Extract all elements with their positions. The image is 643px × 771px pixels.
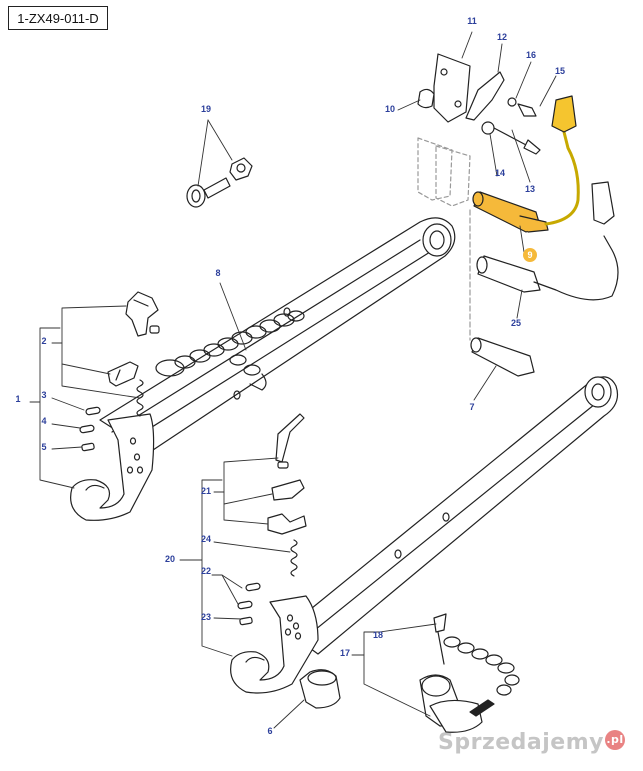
watermark-text: Sprzedajemy xyxy=(438,730,604,755)
lower-link-arm-left xyxy=(70,217,456,521)
callout-4: 4 xyxy=(41,416,46,426)
callout-14: 14 xyxy=(495,168,505,178)
callout-17: 17 xyxy=(340,648,350,658)
callout-5: 5 xyxy=(41,442,46,452)
bush-6 xyxy=(299,669,341,709)
lower-link-arm-right xyxy=(230,376,619,694)
callout-18: 18 xyxy=(373,630,383,640)
callout-22: 22 xyxy=(201,566,211,576)
callout-8: 8 xyxy=(215,268,220,278)
callout-labels: 1234567891011121314151617181920212223242… xyxy=(15,16,565,736)
watermark-badge: .pl xyxy=(605,730,625,750)
callout-3: 3 xyxy=(41,390,46,400)
watermark: Sprzedajemy.pl xyxy=(438,730,625,755)
pin-7 xyxy=(470,337,535,377)
callout-23: 23 xyxy=(201,612,211,622)
callout-15: 15 xyxy=(555,66,565,76)
callout-13: 13 xyxy=(525,184,535,194)
latch-kit-right xyxy=(237,413,307,626)
diagram-code: 1-ZX49-011-D xyxy=(8,6,108,30)
callout-11: 11 xyxy=(467,16,477,26)
top-bracket-set xyxy=(417,53,541,155)
mounting-plate xyxy=(417,137,471,207)
callout-24: 24 xyxy=(201,534,211,544)
callout-6: 6 xyxy=(267,726,272,736)
callout-25: 25 xyxy=(511,318,521,328)
sensor-pin-25 xyxy=(476,181,619,301)
callout-12: 12 xyxy=(497,32,507,42)
callout-9: 9 xyxy=(527,250,532,260)
eye-bolt-19 xyxy=(186,157,253,208)
leader-lines xyxy=(29,31,557,729)
callout-16: 16 xyxy=(526,50,536,60)
latch-kit-left xyxy=(79,291,160,452)
pin-chain-17-18 xyxy=(419,613,520,733)
check-chain-8 xyxy=(155,310,305,391)
callout-7: 7 xyxy=(469,402,474,412)
sensor-pin-9-highlighted xyxy=(472,95,580,233)
callout-10: 10 xyxy=(385,104,395,114)
callout-1: 1 xyxy=(15,394,20,404)
highlight-marker-9 xyxy=(523,248,537,262)
callout-20: 20 xyxy=(165,554,175,564)
callout-21: 21 xyxy=(201,486,211,496)
callout-2: 2 xyxy=(41,336,46,346)
callout-19: 19 xyxy=(201,104,211,114)
